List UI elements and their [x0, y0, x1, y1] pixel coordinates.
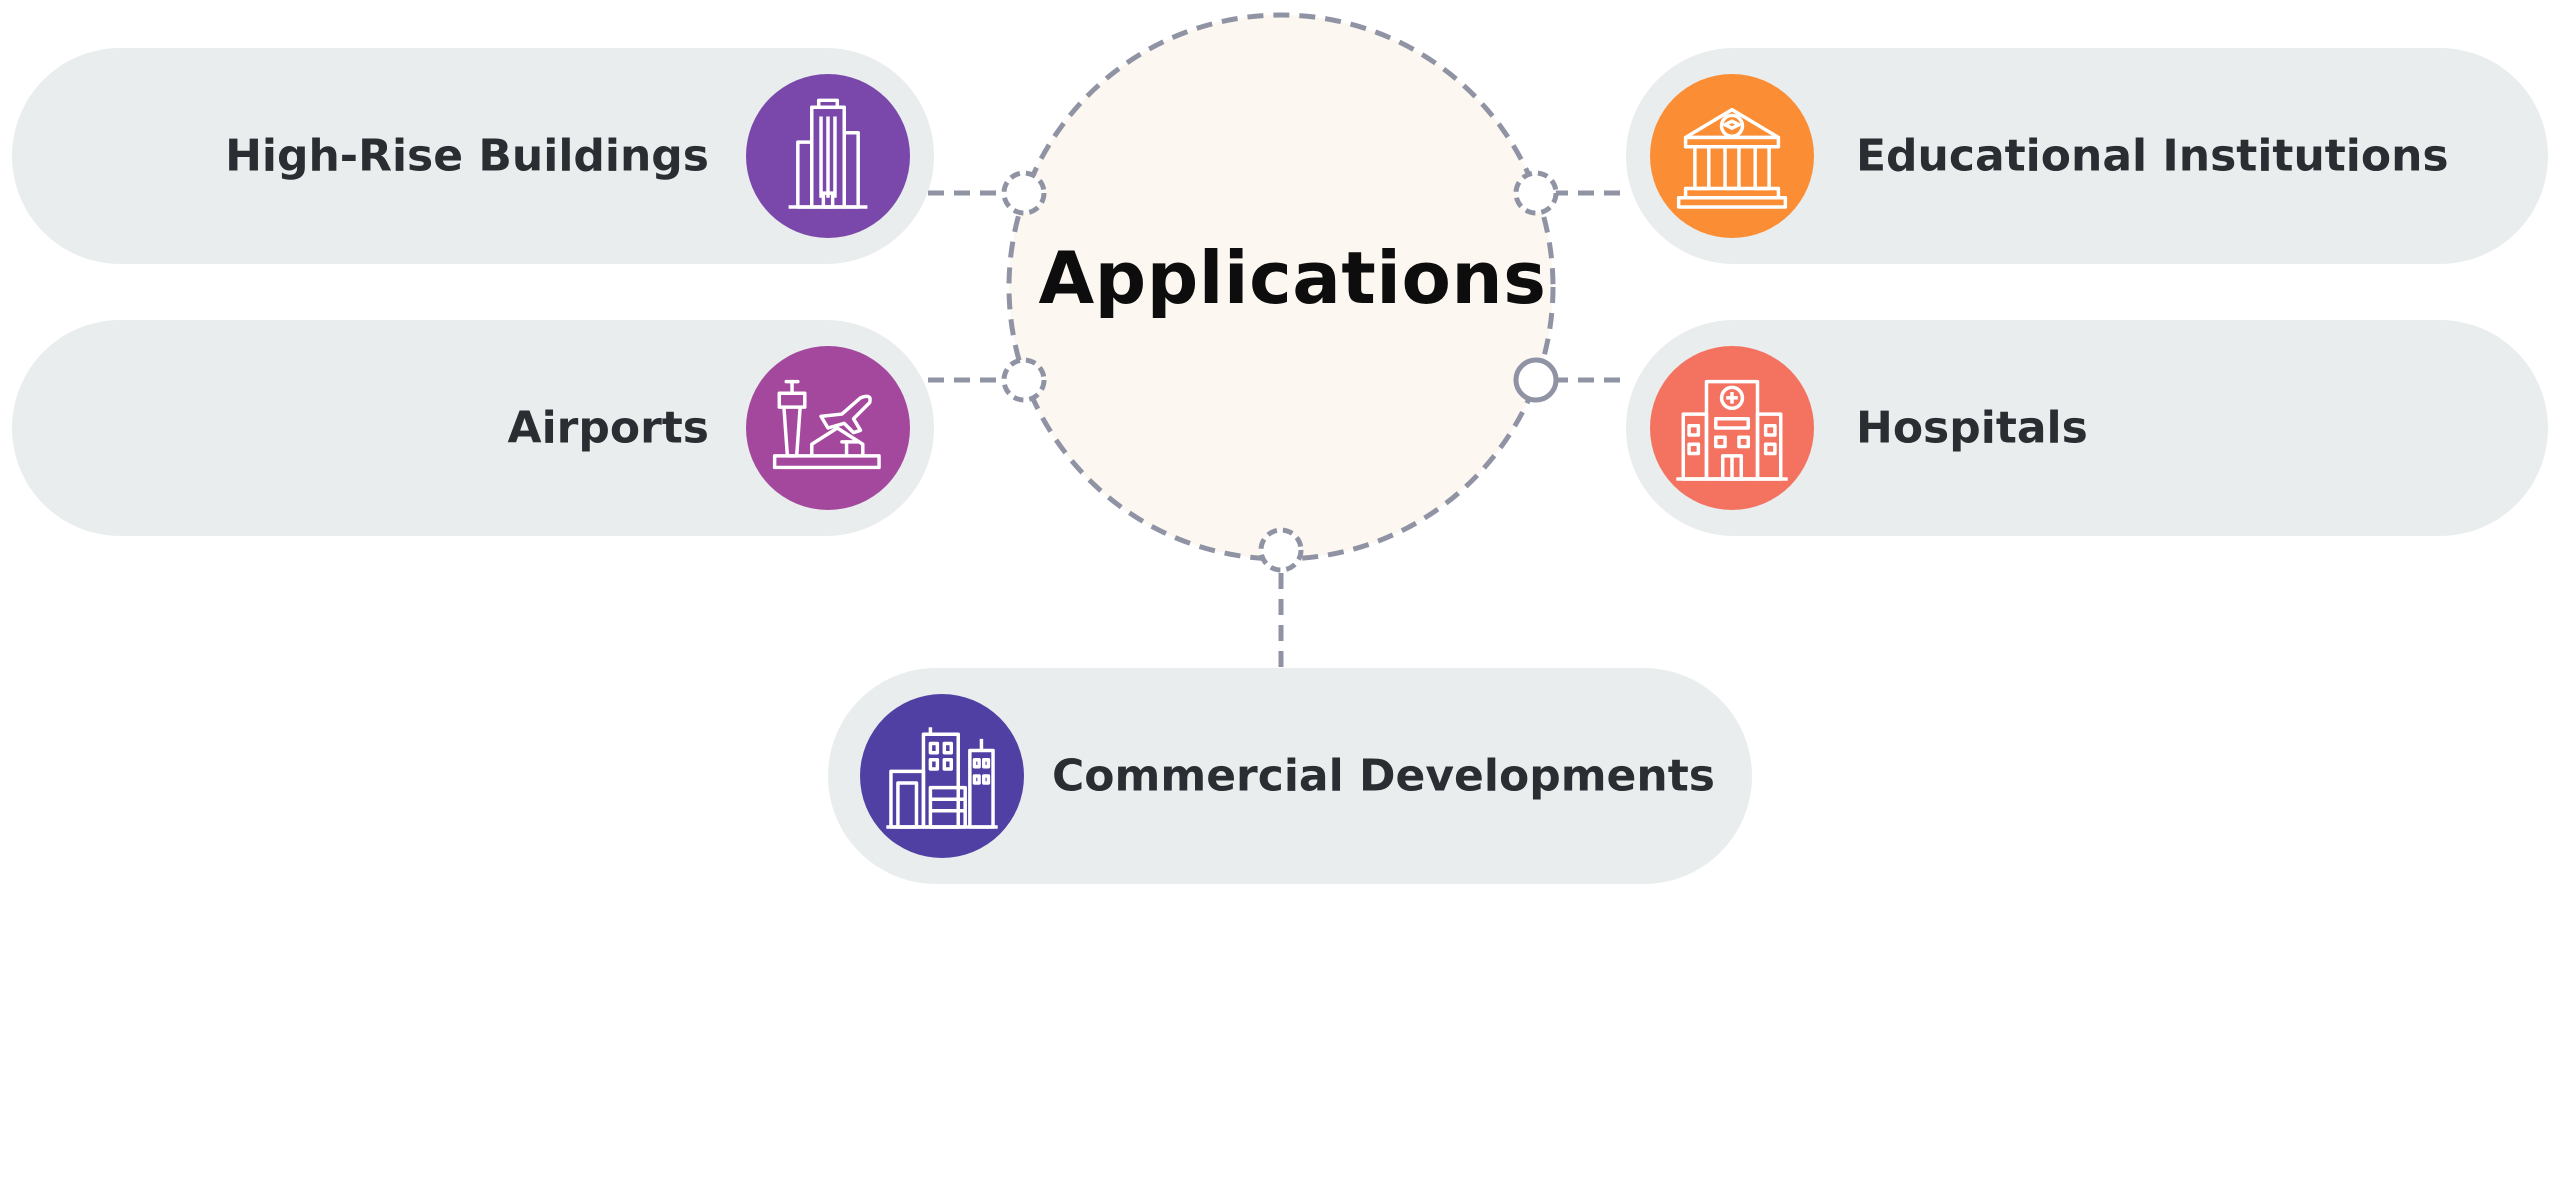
- item-commercial-developments: Commercial Developments: [828, 668, 1752, 884]
- node-airports: [1001, 357, 1047, 403]
- item-high-rise-buildings: High-Rise Buildings: [12, 48, 934, 264]
- node-high-rise: [1001, 170, 1047, 216]
- item-label: High-Rise Buildings: [225, 130, 709, 182]
- item-hospitals: Hospitals: [1626, 320, 2548, 536]
- city-buildings-icon: [860, 694, 1024, 858]
- item-label: Educational Institutions: [1856, 130, 2449, 182]
- node-educational: [1513, 170, 1559, 216]
- airport-icon: [746, 346, 910, 510]
- node-hospitals: [1513, 357, 1559, 403]
- skyscraper-icon: [746, 74, 910, 238]
- node-commercial: [1258, 527, 1304, 573]
- item-label: Commercial Developments: [1052, 750, 1715, 802]
- item-label: Airports: [507, 402, 709, 454]
- hub-title: Applications: [1038, 236, 1547, 320]
- item-airports: Airports: [12, 320, 934, 536]
- hospital-icon: [1650, 346, 1814, 510]
- item-label: Hospitals: [1856, 402, 2088, 454]
- school-building-icon: [1650, 74, 1814, 238]
- item-educational-institutions: Educational Institutions: [1626, 48, 2548, 264]
